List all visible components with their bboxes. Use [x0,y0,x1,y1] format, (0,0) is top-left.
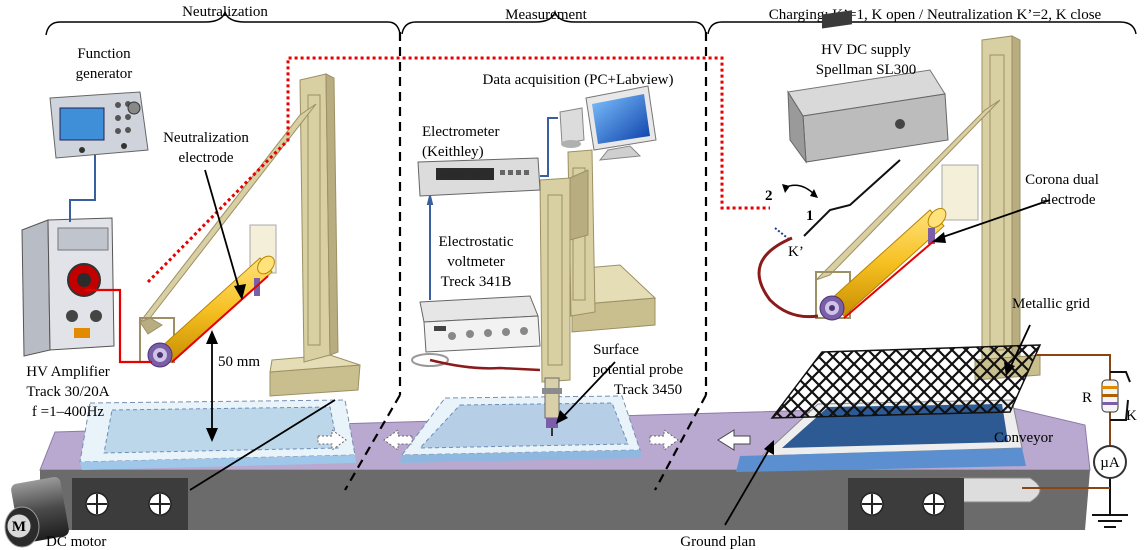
section-headers: Neutralization Measurement Charging: K’=… [45,4,1137,36]
measurement-brace [401,9,707,35]
label-corona-2: electrode [1041,192,1096,208]
hv-dc-supply [787,10,949,164]
neutralization-stand [138,73,361,397]
label-hv-amplifier-1: HV Amplifier [26,364,109,380]
sample-measurement [418,402,629,449]
arrow-icon [810,189,818,198]
arrow-icon [782,184,790,193]
label-probe-3: Track 3450 [614,382,682,398]
label-metallic-grid: Metallic grid [1012,296,1090,312]
pc-monitor [559,85,657,161]
measurement-stand [539,149,657,383]
arrow-left-icon [383,429,413,451]
surface-probe [542,377,562,436]
label-ground-plan: Ground plan [680,534,756,550]
label-probe-2: potential probe [593,362,684,378]
label-esv-3: Treck 341B [441,274,512,290]
electrostatic-voltmeter [411,295,541,367]
label-neutralization-electrode-1: Neutralization [163,130,249,146]
charging-brace [707,21,1137,35]
microammeter-icon [1093,445,1127,479]
label-data-acquisition: Data acquisition (PC+Labview) [483,72,674,88]
arrow-left-icon [717,429,751,451]
function-generator [49,91,149,159]
label-electrometer-1: Electrometer [422,124,499,140]
motor-letter: M [12,519,26,535]
arrow-icon [764,440,774,455]
arrow-icon [206,428,218,442]
corona-electrode [819,207,947,321]
metallic-grid [770,344,1042,419]
label-esv-1: Electrostatic [439,234,514,250]
arrowheads [206,232,1015,455]
section-charging: Charging: K’=1, K open / Neutralization … [769,7,1102,23]
electrometer-display: -0000+ 02E [440,171,482,179]
neutralization-brace [45,9,401,36]
samples [79,395,1026,472]
arrow-icon [206,330,218,344]
label-switch-k: K [1126,408,1137,424]
label-function-generator-2: generator [76,66,133,82]
hv-amplifier [21,217,115,357]
label-microammeter: µA [1100,455,1120,471]
label-electrometer-2: (Keithley) [422,144,484,160]
label-neutralization-electrode-2: electrode [179,150,234,166]
arrow-icon [234,284,246,300]
arrow-right-icon [317,429,347,451]
label-probe-1: Surface [593,342,639,358]
label-esv-2: voltmeter [447,254,504,270]
ground-plate-base [736,448,1026,472]
arrow-icon [932,232,946,243]
label-switch-pos-1: 1 [806,208,814,224]
label-switch-pos-2: 2 [765,188,773,204]
arrow-icon [1004,362,1015,376]
label-hv-supply-2: Spellman SL300 [816,62,916,78]
conveyor-belt-front [40,470,1090,530]
sample-measurement-edge [400,450,642,463]
label-hv-amplifier-2: Track 30/20A [26,384,109,400]
label-dc-motor: DC motor [46,534,106,550]
labels: Function generator Neutralization electr… [26,42,1137,550]
electrometer: -0000+ 02E [417,157,541,197]
motor-badge [6,513,32,539]
section-dividers [344,32,708,491]
section-measurement: Measurement [505,7,587,23]
sample-neutralization [103,406,339,454]
label-gap: 50 mm [218,354,260,370]
label-resistor: R [1082,390,1092,406]
pointer-arrows [189,169,1051,526]
label-hv-amplifier-3: f =1–400Hz [32,404,105,420]
direction-arrows [317,429,751,451]
neutralization-electrode [147,255,275,368]
wires [69,56,1131,515]
measurement-circuit [1092,379,1128,528]
label-function-generator-1: Function [77,46,131,62]
arrow-icon [556,410,568,424]
ground-symbol-icon [1092,514,1128,528]
label-conveyor: Conveyor [994,430,1053,446]
arrow-right-icon [649,429,679,451]
section-neutralization: Neutralization [182,4,268,20]
label-switch-k-prime: K’ [788,244,804,260]
sample-neutralization-edge [80,455,356,470]
label-hv-supply-1: HV DC supply [821,42,911,58]
roller-end [959,477,1041,503]
label-corona-1: Corona dual [1025,172,1099,188]
